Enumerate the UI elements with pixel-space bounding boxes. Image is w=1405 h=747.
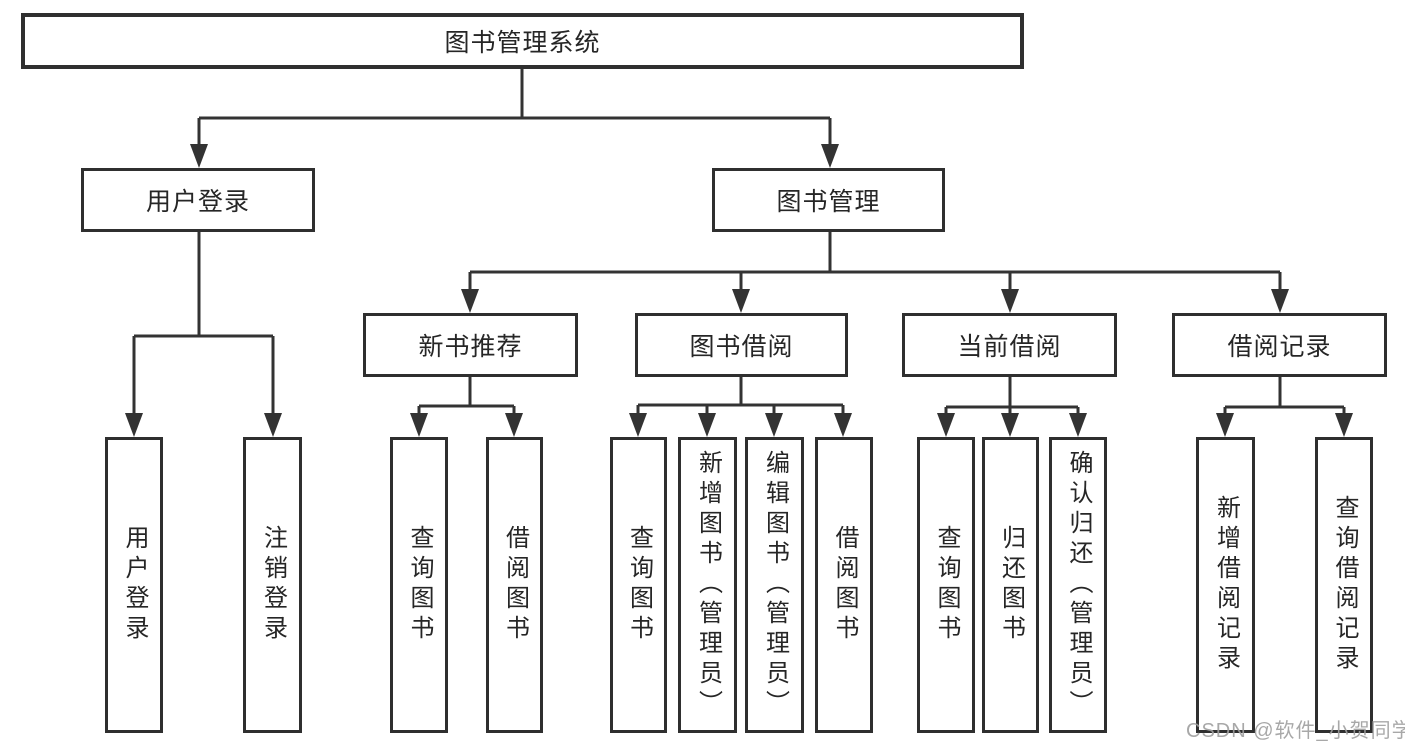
leaf-query-borrow-record: 查询借阅记录 (1315, 437, 1373, 733)
leaf-add-books-admin: 新增图书（管理员） (678, 437, 737, 733)
node-new-book-recommend: 新书推荐 (363, 313, 578, 377)
leaf-query-books-current: 查询图书 (917, 437, 975, 733)
leaf-borrow-books-recommend: 借阅图书 (486, 437, 543, 733)
leaf-edit-books-admin: 编辑图书（管理员） (745, 437, 804, 733)
csdn-watermark: CSDN @软件_小贺同学 (1186, 720, 1405, 742)
leaf-return-books: 归还图书 (982, 437, 1039, 733)
node-book-borrow: 图书借阅 (635, 313, 848, 377)
leaf-borrow-books: 借阅图书 (815, 437, 873, 733)
node-root-system: 图书管理系统 (21, 13, 1024, 69)
leaf-confirm-return-admin: 确认归还（管理员） (1049, 437, 1107, 733)
leaf-logout: 注销登录 (243, 437, 302, 733)
leaf-user-login: 用户登录 (105, 437, 163, 733)
leaf-query-books-recommend: 查询图书 (390, 437, 448, 733)
node-user-login: 用户登录 (81, 168, 315, 232)
leaf-add-borrow-record: 新增借阅记录 (1196, 437, 1255, 733)
node-borrow-records: 借阅记录 (1172, 313, 1387, 377)
leaf-query-books-borrow: 查询图书 (610, 437, 667, 733)
node-current-borrow: 当前借阅 (902, 313, 1117, 377)
node-book-management: 图书管理 (712, 168, 945, 232)
